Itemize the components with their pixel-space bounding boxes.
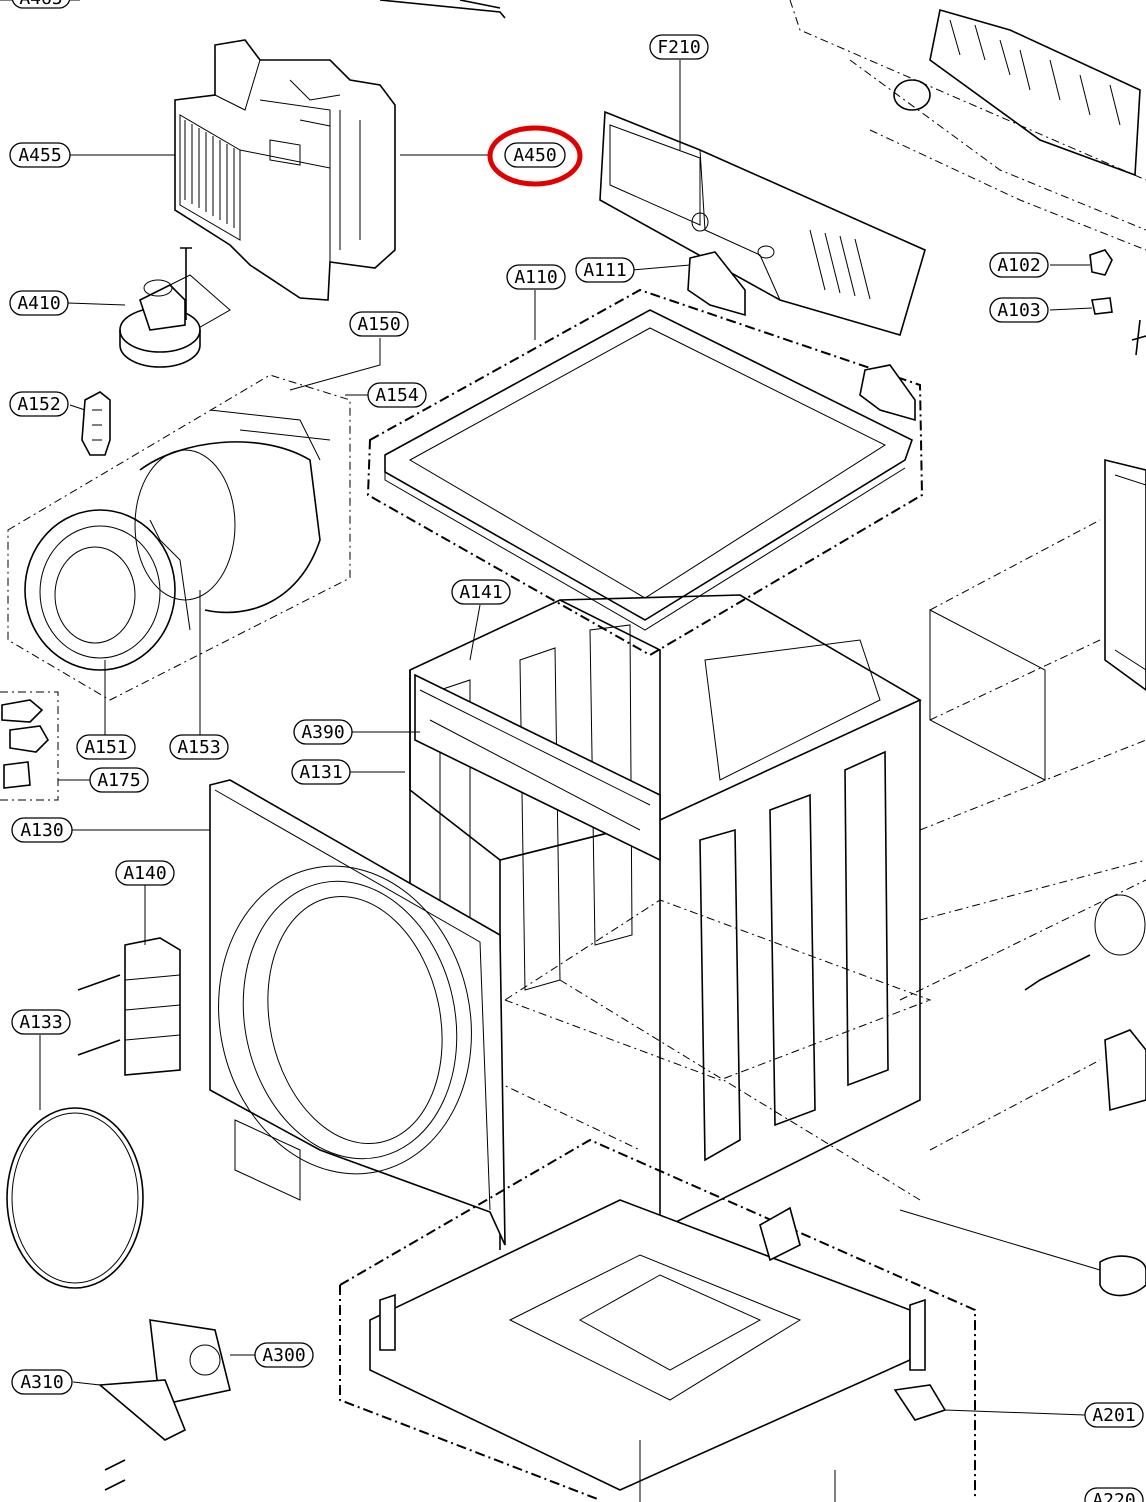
svg-text:A131: A131 xyxy=(299,762,342,783)
label-A110: A110 xyxy=(506,264,566,290)
part-labels: A465 A455 A450 F210 A410 A110 A111 A150 xyxy=(9,0,1144,1502)
control-panel-part xyxy=(599,110,926,336)
svg-text:A154: A154 xyxy=(375,385,418,406)
label-A140: A140 xyxy=(115,860,175,886)
small-clips xyxy=(1089,249,1146,356)
pcb-part xyxy=(789,0,1146,251)
svg-text:A300: A300 xyxy=(262,1345,305,1366)
svg-text:A450: A450 xyxy=(513,145,556,166)
svg-text:A140: A140 xyxy=(123,863,166,884)
top-fragment xyxy=(0,0,506,19)
svg-text:A141: A141 xyxy=(459,582,502,603)
label-A133: A133 xyxy=(11,1009,71,1035)
svg-text:A110: A110 xyxy=(514,267,557,288)
label-A175: A175 xyxy=(89,767,149,793)
label-A300: A300 xyxy=(254,1342,314,1368)
label-A450: A450 xyxy=(504,142,566,168)
label-A141: A141 xyxy=(451,579,511,605)
label-F210: F210 xyxy=(649,34,709,60)
right-side-parts xyxy=(899,458,1146,1297)
svg-text:A390: A390 xyxy=(301,722,344,743)
hinge-parts-box xyxy=(0,691,59,801)
label-A390: A390 xyxy=(293,719,353,745)
label-A310: A310 xyxy=(11,1369,73,1395)
label-A152: A152 xyxy=(9,391,69,417)
label-A154: A154 xyxy=(367,382,427,408)
top-frame-part xyxy=(366,251,924,657)
svg-text:A465: A465 xyxy=(19,0,62,9)
label-A151: A151 xyxy=(76,734,136,760)
filter-door-part xyxy=(97,1319,231,1491)
control-box-part xyxy=(174,39,396,301)
label-A111: A111 xyxy=(575,257,635,283)
svg-text:A111: A111 xyxy=(583,260,626,281)
svg-text:F210: F210 xyxy=(657,37,700,58)
front-panel-part xyxy=(209,779,506,1246)
label-A220: A220 xyxy=(1084,1487,1144,1502)
svg-text:A201: A201 xyxy=(1092,1405,1135,1426)
svg-text:A153: A153 xyxy=(177,737,220,758)
svg-text:A455: A455 xyxy=(18,145,61,166)
svg-text:A130: A130 xyxy=(20,820,63,841)
label-A130: A130 xyxy=(11,817,73,843)
label-A455: A455 xyxy=(9,142,71,168)
svg-text:A151: A151 xyxy=(84,737,127,758)
leader-lines xyxy=(39,60,1093,1416)
cabinet-part xyxy=(409,594,932,1250)
svg-text:A410: A410 xyxy=(17,293,60,314)
svg-text:A310: A310 xyxy=(20,1372,63,1393)
svg-text:A152: A152 xyxy=(17,394,60,415)
label-A150: A150 xyxy=(349,311,409,337)
front-tub-assembly xyxy=(7,374,351,701)
svg-text:A103: A103 xyxy=(997,300,1040,321)
label-A410: A410 xyxy=(9,290,69,316)
highlight-circle xyxy=(487,125,583,187)
svg-text:A102: A102 xyxy=(997,255,1040,276)
clamp-ring-part xyxy=(6,1107,144,1289)
label-A131: A131 xyxy=(291,759,351,785)
svg-text:A133: A133 xyxy=(19,1012,62,1033)
bracket-part xyxy=(81,391,111,456)
label-A153: A153 xyxy=(169,734,229,760)
label-A103: A103 xyxy=(989,297,1049,323)
base-frame-part xyxy=(339,1138,976,1502)
pump-part xyxy=(119,247,231,368)
label-A201: A201 xyxy=(1084,1402,1144,1428)
svg-text:A150: A150 xyxy=(357,314,400,335)
svg-text:A175: A175 xyxy=(97,770,140,791)
label-A465: A465 xyxy=(11,0,71,9)
svg-text:A220: A220 xyxy=(1092,1490,1135,1502)
label-A102: A102 xyxy=(989,252,1049,278)
hinge-part xyxy=(77,937,181,1076)
